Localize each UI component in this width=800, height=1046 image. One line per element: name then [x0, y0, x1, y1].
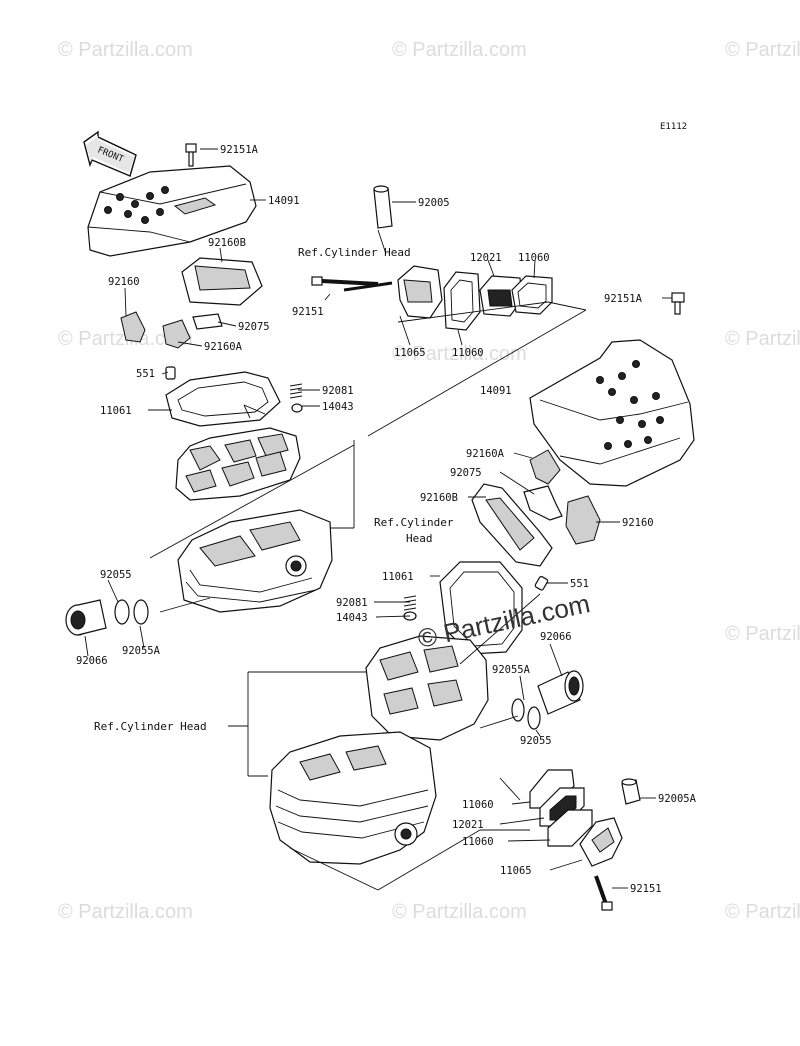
- label-11061-left: 11061: [100, 405, 132, 417]
- gasket-11061-left: [165, 371, 281, 427]
- cam-holder-right: [365, 635, 489, 741]
- watermark: © Partzilla.com: [725, 328, 800, 350]
- cap-14043-top: [291, 403, 303, 413]
- label-92075-right: 92075: [450, 467, 482, 479]
- breather-cover-92160b-top: [181, 257, 263, 306]
- watermark: © Partzilla.com: [58, 39, 193, 61]
- diagram-code: E1112: [660, 122, 687, 132]
- label-92055-left: 92055: [100, 569, 132, 581]
- o-ring-92055-left: [114, 599, 130, 625]
- watermark: © Partzilla.com: [392, 901, 527, 923]
- label-92151a-top: 92151A: [220, 144, 259, 156]
- reed-housing-11065-top: [397, 265, 443, 319]
- label-11060-top: 11060: [518, 252, 550, 264]
- label-92160b-top: 92160B: [208, 237, 246, 249]
- cylinder-head-right: [269, 731, 437, 865]
- gasket-11061-right: [439, 561, 523, 655]
- label-92160b-right: 92160B: [420, 492, 458, 504]
- label-14043-top: 14043: [322, 401, 354, 413]
- label-92005: 92005: [418, 197, 450, 209]
- label-92151-top: 92151: [292, 306, 324, 318]
- label-ref-cylinder-head-mid-1: Ref.Cylinder: [374, 516, 454, 529]
- label-12021-bottom: 12021: [452, 819, 484, 831]
- label-92066-left: 92066: [76, 655, 108, 667]
- breather-cover-92160b-right: [471, 483, 553, 567]
- dowel-551-left: [165, 366, 176, 380]
- label-551-right: 551: [570, 578, 589, 590]
- bolt-92151a-top: [185, 143, 197, 167]
- bolt-92151-top: [311, 276, 393, 292]
- label-92055-right: 92055: [520, 735, 552, 747]
- watermark: © Partzilla.com: [725, 901, 800, 923]
- gasket-11060-bottom1: [529, 769, 575, 809]
- valve-cover-14091-left: [87, 165, 257, 257]
- label-92160-right: 92160: [622, 517, 654, 529]
- cam-holder-left: [175, 427, 301, 501]
- label-92160a-right: 92160A: [466, 448, 505, 460]
- reed-valve-12021-top: [479, 275, 523, 317]
- dowel-92005a: [621, 778, 641, 805]
- label-551-left: 551: [136, 368, 155, 380]
- label-14091-top: 14091: [268, 195, 300, 207]
- label-11061-right: 11061: [382, 571, 414, 583]
- label-92066-right: 92066: [540, 631, 572, 643]
- gasket-11060-bottom2: [547, 809, 593, 847]
- label-12021-top: 12021: [470, 252, 502, 264]
- label-ref-cylinder-head-bottom: Ref.Cylinder Head: [94, 720, 207, 733]
- front-arrow-icon: FRONT: [83, 130, 137, 177]
- label-14043-bottom: 14043: [336, 612, 368, 624]
- label-92081-bottom: 92081: [336, 597, 368, 609]
- label-11060-bottom1: 11060: [462, 799, 494, 811]
- label-92081-top: 92081: [322, 385, 354, 397]
- gasket-11060-top: [511, 275, 553, 315]
- dowel-92005-top: [373, 185, 393, 229]
- label-11065-bottom: 11065: [500, 865, 532, 877]
- plate-92075-left: [192, 313, 223, 330]
- gasket-11060-mid: [443, 271, 481, 331]
- valve-cover-14091-right: [529, 339, 695, 487]
- label-92151-bottom: 92151: [630, 883, 662, 895]
- label-11065-top: 11065: [394, 347, 426, 359]
- watermark: © Partzilla.com: [58, 901, 193, 923]
- reed-housing-11065-bottom: [579, 817, 623, 867]
- label-92005a: 92005A: [658, 793, 697, 805]
- label-92055a-left: 92055A: [122, 645, 161, 657]
- label-ref-cylinder-head-mid-2: Head: [406, 532, 433, 545]
- dowel-551-right: [534, 575, 549, 591]
- plate-92160-right: [565, 495, 601, 545]
- label-11060-mid: 11060: [452, 347, 484, 359]
- watermark: © Partzilla.com: [392, 39, 527, 61]
- bolt-92151a-right: [671, 292, 685, 315]
- label-11060-bottom2: 11060: [462, 836, 494, 848]
- intake-pipe-92066-left: [65, 599, 107, 636]
- label-ref-cylinder-head-top: Ref.Cylinder Head: [298, 246, 411, 259]
- label-92160-left: 92160: [108, 276, 140, 288]
- cylinder-head-left: [177, 509, 333, 613]
- label-92075-left: 92075: [238, 321, 270, 333]
- label-92055a-right: 92055A: [492, 664, 531, 676]
- spring-92081-bottom: [403, 595, 417, 621]
- o-ring-92055-right: [527, 706, 541, 730]
- watermark: © Partzilla.com: [392, 343, 527, 365]
- intake-pipe-92066-right: [537, 670, 584, 715]
- leader-lines: [84, 148, 672, 891]
- o-ring-92055a-left: [133, 599, 149, 625]
- watermark: © Partzilla.com: [725, 39, 800, 61]
- label-14091-right: 14091: [480, 385, 512, 397]
- o-ring-92055a-right: [511, 698, 525, 722]
- plate-92075-right: [523, 485, 563, 521]
- watermark: © Partzilla.com: [725, 623, 800, 645]
- label-92151a-right: 92151A: [604, 293, 643, 305]
- plate-92160-left: [120, 311, 146, 343]
- plate-92160a-right: [529, 449, 561, 485]
- spring-92081-top: [289, 383, 303, 413]
- bolt-92151-bottom: [594, 875, 613, 911]
- label-92160a-left: 92160A: [204, 341, 243, 353]
